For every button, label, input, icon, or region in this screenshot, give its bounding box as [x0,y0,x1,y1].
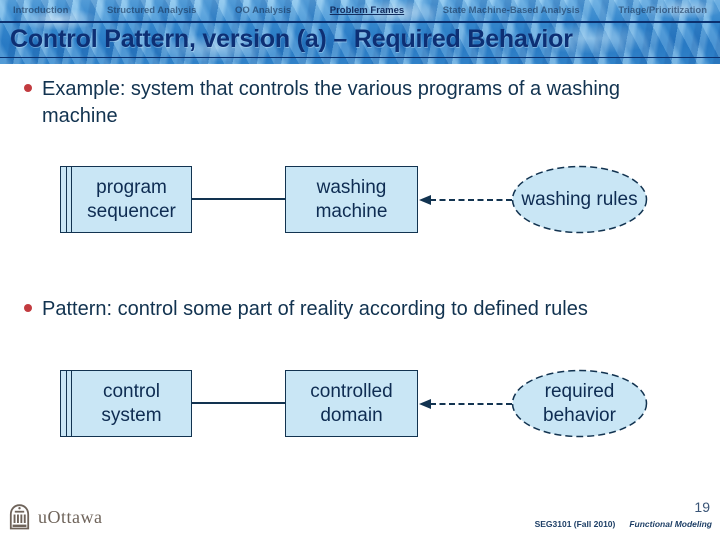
requirement-label: washing rules [521,188,638,210]
controlled-domain-box: washing machine [285,166,418,233]
machine-domain-label: program sequencer [87,176,176,222]
nav-item-state-machine-analysis[interactable]: State Machine-Based Analysis [442,5,580,16]
footer-course-line: SEG3101 (Fall 2010) Functional Modeling [535,519,712,529]
machine-stripe [61,371,67,436]
nav-item-triage-prioritization[interactable]: Triage/Prioritization [618,5,707,16]
nav-item-problem-frames[interactable]: Problem Frames [329,5,405,16]
dashed-ellipse-icon [511,369,648,438]
bullet-icon [24,84,32,92]
bullet-example-text: Example: system that controls the variou… [42,78,621,127]
pattern-diagram: control system controlled domain require… [0,369,720,438]
bullet-pattern: Pattern: control some part of reality ac… [24,296,714,323]
nav-item-introduction[interactable]: Introduction [13,5,69,16]
page-title: Control Pattern, version (a) – Required … [10,25,573,53]
requirement-label: required behavior [543,380,616,426]
nav-item-oo-analysis[interactable]: OO Analysis [235,5,292,16]
controlled-domain-box: controlled domain [285,370,418,437]
banner: Introduction Structured Analysis OO Anal… [0,0,720,64]
machine-domain-label: control system [101,380,162,426]
course-code: SEG3101 (Fall 2010) [534,519,616,529]
arrowhead-left-icon [419,398,431,409]
requirement-dashed-arrow [419,193,512,206]
requirement-dashed-arrow [419,397,512,410]
controlled-domain-label: washing machine [315,176,388,222]
uottawa-building-icon [9,504,30,530]
page-number: 19 [694,499,710,515]
banner-divider-bottom [0,56,720,58]
bullet-icon [24,304,32,312]
arrowhead-left-icon [419,194,431,205]
interface-line [192,198,285,200]
machine-domain-box: control system [60,370,192,437]
bullet-example: Example: system that controls the variou… [24,76,636,130]
requirement-oval: required behavior [511,369,648,438]
machine-stripe [67,167,72,232]
interface-line [192,402,285,404]
module-name: Functional Modeling [629,519,712,529]
uottawa-logo-text: uOttawa [38,506,103,527]
machine-stripe [61,167,67,232]
dashed-line [430,402,512,405]
uottawa-logo: uOttawa [8,504,102,530]
controlled-domain-label: controlled domain [310,380,393,426]
requirement-oval: washing rules [511,165,648,234]
dashed-ellipse-icon [511,165,648,234]
dashed-line [430,198,512,201]
machine-domain-box: program sequencer [60,166,192,233]
nav-bar: Introduction Structured Analysis OO Anal… [0,0,720,21]
bullet-pattern-text: Pattern: control some part of reality ac… [42,298,588,320]
machine-stripe [67,371,72,436]
banner-divider-top [0,21,720,23]
nav-item-structured-analysis[interactable]: Structured Analysis [107,5,197,16]
example-diagram: program sequencer washing machine washin… [0,165,720,234]
